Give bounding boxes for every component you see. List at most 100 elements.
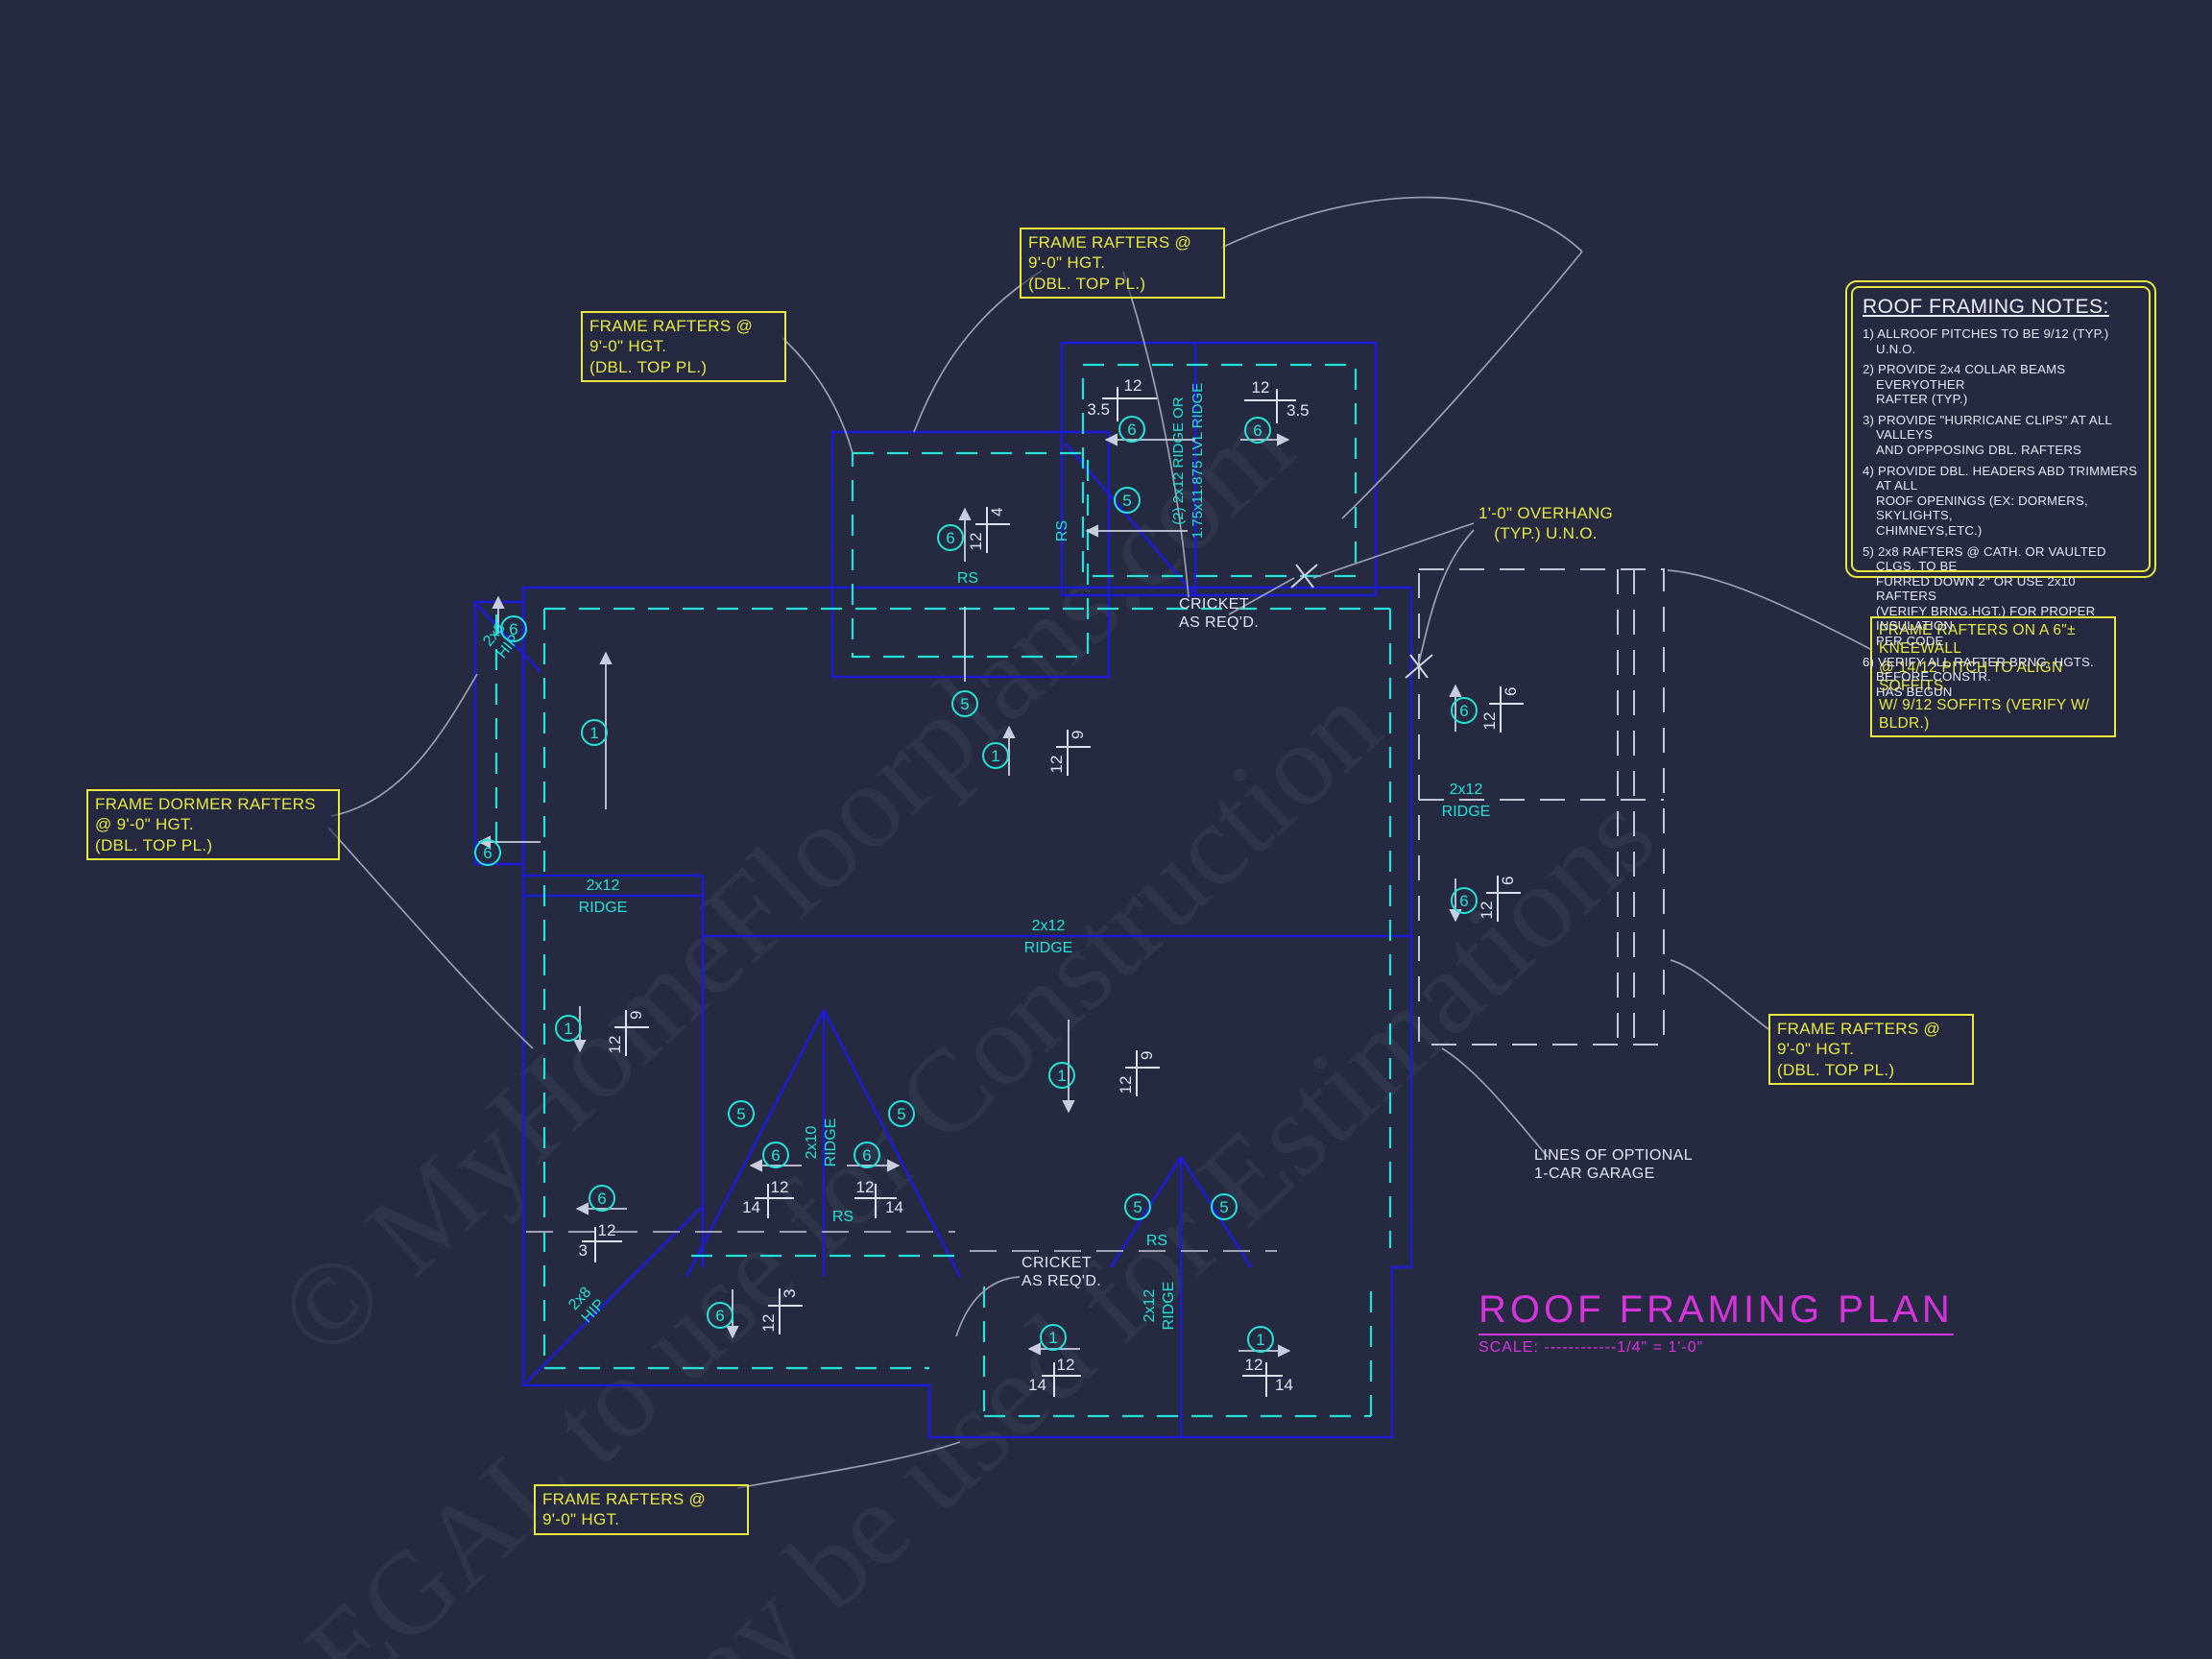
rafter-tag: 6 <box>474 839 501 866</box>
svg-text:6: 6 <box>1459 892 1468 910</box>
svg-text:5: 5 <box>1219 1198 1228 1216</box>
svg-text:12: 12 <box>1047 756 1066 774</box>
svg-text:5: 5 <box>960 695 969 713</box>
svg-text:1: 1 <box>564 1020 572 1038</box>
svg-text:1: 1 <box>1048 1329 1057 1347</box>
pitch-dormer-right: 12 3.5 <box>1244 378 1310 423</box>
svg-text:12: 12 <box>1480 712 1499 731</box>
rafter-tag: 6 <box>1244 417 1271 444</box>
rafter-tags: 6 6 5 6 5 6 1 6 1 1 1 5 5 6 6 5 5 6 6 1 … <box>474 416 1478 1353</box>
svg-text:RS: RS <box>1054 520 1070 541</box>
note-item-5: 5) 2x8 RAFTERS @ CATH. OR VAULTED CLGS. … <box>1863 543 2106 648</box>
ridge-2x12-left-label: 2x12 RIDGE <box>579 878 628 916</box>
rafter-tag: 6 <box>937 524 964 551</box>
note-item-2: 2) PROVIDE 2x4 COLLAR BEAMS EVERYOTHER R… <box>1863 362 2066 407</box>
ridge-2x12-bottom-label: 2x12 RIDGE <box>1142 1282 1177 1331</box>
dormer-ridge-label: (2) 2x12 RIDGE OR 1.75x11.875 LVL RIDGE <box>1170 383 1206 539</box>
pitch-garage-up: 12 6 <box>1480 686 1524 733</box>
hip-2x8-bump-label: 2x8 HIP <box>480 620 522 661</box>
pitch-main-down: 12 9 <box>1117 1050 1160 1096</box>
svg-text:RIDGE: RIDGE <box>579 900 628 916</box>
svg-text:12: 12 <box>606 1036 624 1054</box>
callout-overhang: 1'-0" OVERHANG (TYP.) U.N.O. <box>1479 504 1614 543</box>
svg-text:9: 9 <box>1138 1051 1156 1060</box>
pitch-bottom-right: 12 14 <box>1242 1356 1293 1397</box>
rafter-tag: 5 <box>728 1100 755 1127</box>
rafter-tag: 6 <box>500 615 527 642</box>
pitch-left-column: 12 9 <box>606 1010 649 1056</box>
pitch-garage-down: 12 6 <box>1478 876 1521 922</box>
svg-text:2x12: 2x12 <box>1450 781 1483 798</box>
svg-text:12: 12 <box>759 1314 778 1333</box>
pitch-main-up: 12 9 <box>1047 730 1091 776</box>
rafter-tag: 6 <box>707 1302 733 1329</box>
hip-2x8-bottom-label: 2x8 HIP <box>565 1285 608 1327</box>
svg-text:12: 12 <box>1124 376 1142 395</box>
rs-label: RS <box>1054 520 1070 541</box>
rafter-tag: 1 <box>1048 1062 1075 1089</box>
svg-text:2x12: 2x12 <box>1142 1289 1158 1323</box>
rafter-tag: 1 <box>581 719 608 746</box>
svg-text:1: 1 <box>1057 1067 1066 1085</box>
pitch-bottom-left-down: 12 3 <box>759 1288 803 1334</box>
svg-text:14: 14 <box>1028 1376 1046 1394</box>
callout-frame-rafters-top: FRAME RAFTERS @ 9'-0" HGT. (DBL. TOP PL.… <box>1020 228 1225 299</box>
rafter-tag: 5 <box>1124 1193 1151 1220</box>
svg-text:12: 12 <box>1252 378 1270 397</box>
cricket-tick-marks <box>1290 564 1433 679</box>
pitch-dormer-left: 12 3.5 <box>1087 376 1157 421</box>
svg-text:RIDGE: RIDGE <box>1161 1282 1177 1331</box>
svg-text:6: 6 <box>1459 702 1468 720</box>
svg-text:12: 12 <box>1245 1356 1263 1374</box>
pitch-gable-left: 12 14 <box>742 1178 794 1218</box>
member-labels: (2) 2x12 RIDGE OR 1.75x11.875 LVL RIDGE … <box>480 383 1490 1331</box>
svg-text:6: 6 <box>1253 421 1262 440</box>
rafter-tag: 1 <box>1040 1324 1067 1351</box>
svg-text:1: 1 <box>589 724 598 742</box>
svg-text:3.5: 3.5 <box>1286 401 1310 420</box>
svg-text:5: 5 <box>897 1105 905 1123</box>
svg-text:14: 14 <box>885 1198 903 1216</box>
callout-kneewall: FRAME RAFTERS ON A 6"± KNEEWALL @ 14/12 … <box>1870 616 2116 738</box>
callout-frame-dormer-rafters: FRAME DORMER RAFTERS @ 9'-0" HGT. (DBL. … <box>86 789 340 860</box>
rafter-tag: 1 <box>982 742 1009 769</box>
svg-text:12: 12 <box>1478 902 1496 920</box>
svg-text:3: 3 <box>781 1289 799 1298</box>
notes-title: ROOF FRAMING NOTES: <box>1863 296 2109 318</box>
svg-text:6: 6 <box>1502 687 1520 696</box>
svg-text:14: 14 <box>1275 1376 1293 1394</box>
svg-text:6: 6 <box>862 1146 871 1165</box>
svg-text:3: 3 <box>579 1241 588 1260</box>
svg-text:2x12: 2x12 <box>587 878 620 894</box>
svg-text:9: 9 <box>1069 731 1087 739</box>
svg-text:5: 5 <box>1122 492 1131 510</box>
svg-text:6: 6 <box>771 1146 780 1165</box>
svg-text:2x12: 2x12 <box>1032 918 1066 934</box>
overhang-dashed-lines <box>494 363 1392 1418</box>
garage-note: LINES OF OPTIONAL 1-CAR GARAGE <box>1534 1147 1694 1183</box>
callout-frame-rafters-right: FRAME RAFTERS @ 9'-0" HGT. (DBL. TOP PL.… <box>1768 1014 1974 1085</box>
rs-dashed-lines <box>526 1231 1277 1252</box>
svg-text:6: 6 <box>1127 421 1136 439</box>
pitch-gable-right: 12 14 <box>854 1178 903 1218</box>
pitch-markers: 12 3.5 12 3.5 12 4 12 9 12 9 <box>579 376 1524 1397</box>
rafter-tag: 6 <box>1451 887 1478 914</box>
svg-text:2x10: 2x10 <box>804 1126 820 1160</box>
rs-label: RS <box>1146 1233 1167 1249</box>
rafter-arrows <box>477 433 1462 1358</box>
svg-text:12: 12 <box>1117 1076 1135 1094</box>
callout-frame-rafters-upper-left: FRAME RAFTERS @ 9'-0" HGT. (DBL. TOP PL.… <box>581 311 786 382</box>
svg-text:1: 1 <box>1256 1331 1264 1349</box>
svg-text:6: 6 <box>509 620 517 638</box>
pitch-upper-left-box: 12 4 <box>967 507 1010 553</box>
rafter-tag: 6 <box>1118 416 1145 443</box>
ridge-2x10-gable-label: 2x10 RIDGE <box>804 1118 839 1167</box>
svg-text:6: 6 <box>483 844 492 862</box>
rafter-tag: 5 <box>888 1100 915 1127</box>
svg-text:(2) 2x12 RIDGE OR: (2) 2x12 RIDGE OR <box>1170 397 1187 525</box>
svg-text:12: 12 <box>967 533 985 551</box>
cricket-note-bottom: CRICKET AS REQ'D. <box>1022 1255 1102 1290</box>
svg-text:5: 5 <box>1133 1198 1142 1216</box>
svg-text:3.5: 3.5 <box>1087 400 1110 419</box>
